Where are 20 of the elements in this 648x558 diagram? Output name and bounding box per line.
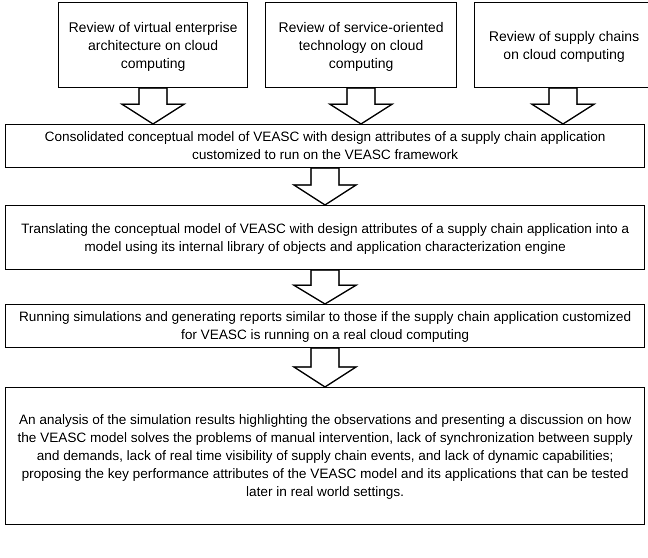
- box-text: Running simulations and generating reports similar to those if the supply chain application customized for VEASC is running on a real cloud computing: [18, 308, 632, 344]
- process-box: [5, 205, 645, 270]
- process-box: [265, 2, 457, 88]
- block-arrow: [291, 347, 359, 388]
- block-arrow: [529, 87, 597, 125]
- block-arrow: [291, 269, 359, 305]
- box-text: An analysis of the simulation results highlighting the observations and presenting a discussion on how the VEASC model solves the problems of manual intervention, lack of synchronization between supply and demands, lack of real time visibility of supply chain events, and lack of dynamic capabilities; proposing the key performance attributes of the VEASC model and its applications that can be tested later in real world settings.: [16, 411, 634, 501]
- box-text: Review of virtual enterprise architecture on cloud computing: [68, 18, 238, 72]
- box-text: Review of supply chains on cloud computing: [488, 27, 640, 63]
- process-box: [474, 2, 648, 88]
- process-box: [5, 387, 645, 525]
- process-box: [58, 2, 248, 88]
- block-arrow: [119, 87, 187, 125]
- process-box: [5, 304, 645, 348]
- block-arrow: [327, 87, 395, 125]
- box-text: Translating the conceptual model of VEASC with design attributes of a supply chain application into a model using its internal library of objects and application characterization engine: [20, 220, 630, 256]
- block-arrow: [291, 167, 359, 206]
- box-text: Consolidated conceptual model of VEASC with design attributes of a supply chain application customized to run on the VEASC framework: [44, 128, 606, 164]
- box-text: Review of service-oriented technology on cloud computing: [278, 18, 444, 72]
- process-box: [5, 124, 645, 168]
